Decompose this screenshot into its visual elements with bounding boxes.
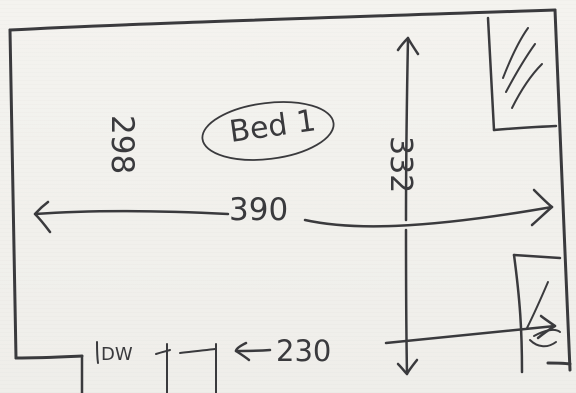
- room-outline: [8, 8, 572, 372]
- wardrobe-top-right: [486, 16, 558, 132]
- bed-label-group: Bed 1: [201, 101, 335, 161]
- depth-dimension: 298: [104, 115, 140, 174]
- room-label: Bed 1: [227, 103, 318, 150]
- bottom-left-marks: [80, 341, 217, 393]
- vertical-dimension: 332: [383, 136, 418, 193]
- door-bottom-right: [512, 253, 562, 374]
- bottom-dimension-line: [234, 314, 557, 362]
- width-dimension: 390: [229, 192, 288, 228]
- width-dimension-line: [33, 188, 554, 234]
- bottom-dimension: 230: [276, 334, 331, 368]
- vertical-dimension-line: [396, 36, 420, 376]
- note-dw: DW: [101, 344, 133, 365]
